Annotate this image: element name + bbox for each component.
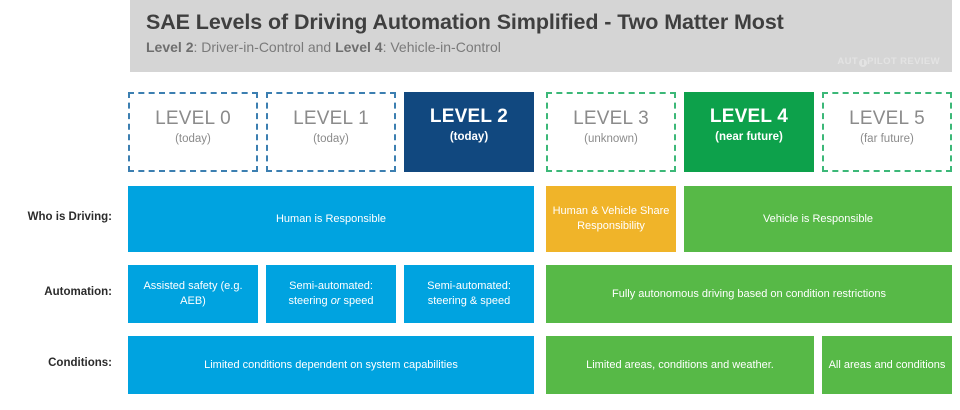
subtitle-end: : Vehicle-in-Control [382,39,501,55]
cell-r1-c2[interactable]: Semi-automated: steering & speed [404,265,534,323]
level-box-5[interactable]: LEVEL 5 (far future) [822,92,952,172]
cell-r2-c2[interactable]: All areas and conditions [822,336,952,394]
cell-r2-c0[interactable]: Limited conditions dependent on system c… [128,336,534,394]
cell-text-r0-c2: Vehicle is Responsible [762,212,874,225]
brand-text-post: PILOT REVIEW [867,56,940,67]
cell-r0-c2[interactable]: Vehicle is Responsible [684,186,952,252]
cell-r0-c0[interactable]: Human is Responsible [128,186,534,252]
header-banner: SAE Levels of Driving Automation Simplif… [130,0,952,72]
row-label-1: Automation: [44,286,112,298]
level-box-2[interactable]: LEVEL 2 (today) [404,92,534,172]
subtitle-level2: Level 2 [146,39,194,55]
level-title-3: LEVEL 3 [573,108,649,129]
row-label-0: Who is Driving: [27,211,112,223]
cell-text-r2-c2: All areas and conditions [828,358,946,371]
cell-r1-c1[interactable]: Semi-automated: steering or speed [266,265,396,323]
cell-r2-c1[interactable]: Limited areas, conditions and weather. [546,336,814,394]
cell-text-r2-c0: Limited conditions dependent on system c… [204,358,458,371]
cell-text-r0-c1: Human & Vehicle Share Responsibility [552,205,670,232]
cell-text-r1-c0: Assisted safety (e.g. AEB) [143,280,243,307]
emphasis-or: or [330,295,341,307]
row-label-2: Conditions: [48,357,112,369]
level-title-5: LEVEL 5 [849,108,925,129]
page-title: SAE Levels of Driving Automation Simplif… [146,10,784,34]
cell-text-r2-c1: Limited areas, conditions and weather. [586,358,774,371]
level-timeframe-0: (today) [175,133,211,145]
subtitle-mid: : Driver-in-Control and [193,39,336,55]
cell-text-r1-c1: Semi-automated: steering or speed [288,280,374,307]
level-box-3[interactable]: LEVEL 3 (unknown) [546,92,676,172]
subtitle-level4: Level 4 [335,39,383,55]
autopilot-review-logo: AUT PILOT REVIEW [837,56,940,67]
level-timeframe-3: (unknown) [584,133,638,145]
cell-text-r0-c0: Human is Responsible [275,212,387,225]
level-title-2: LEVEL 2 [429,106,509,127]
level-timeframe-4: (near future) [715,131,783,143]
cell-text-r1-c2: Semi-automated: steering & speed [427,280,511,307]
cell-r1-c0[interactable]: Assisted safety (e.g. AEB) [128,265,258,323]
level-box-1[interactable]: LEVEL 1 (today) [266,92,396,172]
page-subtitle: Level 2: Driver-in-Control and Level 4: … [146,37,952,57]
cell-text-r1-c3: Fully autonomous driving based on condit… [612,287,886,300]
brand-text-pre: AUT [837,56,859,67]
level-timeframe-5: (far future) [860,133,914,145]
level-timeframe-1: (today) [313,133,349,145]
level-title-0: LEVEL 0 [155,108,231,129]
cell-r1-c3[interactable]: Fully autonomous driving based on condit… [546,265,952,323]
level-box-4[interactable]: LEVEL 4 (near future) [684,92,814,172]
cell-r0-c1[interactable]: Human & Vehicle Share Responsibility [546,186,676,252]
level-title-1: LEVEL 1 [293,108,369,129]
steering-wheel-icon [858,58,867,67]
level-timeframe-2: (today) [449,131,489,143]
level-box-0[interactable]: LEVEL 0 (today) [128,92,258,172]
level-title-4: LEVEL 4 [709,106,789,127]
